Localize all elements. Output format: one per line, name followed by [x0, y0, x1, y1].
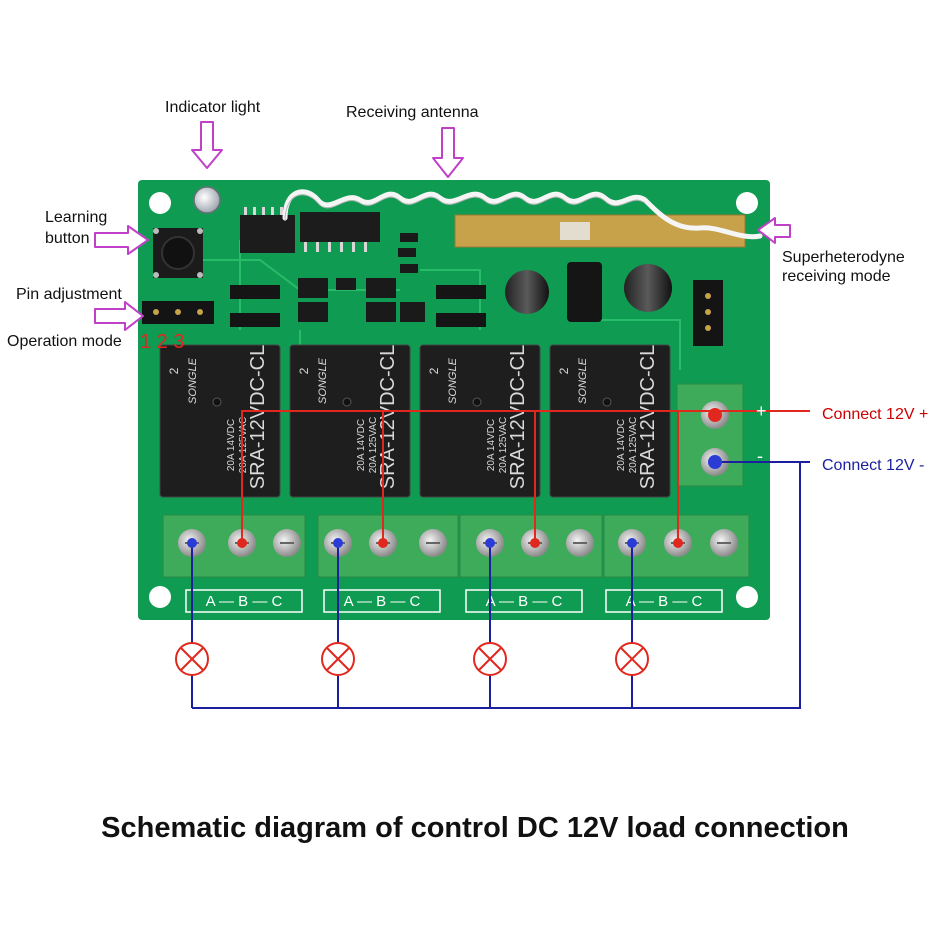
negative-wiring: [191, 461, 810, 709]
relay-rating-text: 20A 14VDC: [226, 419, 237, 471]
superheterodyne-label: receiving mode: [782, 268, 891, 285]
antenna-coil: [282, 189, 763, 240]
learning-button[interactable]: [153, 228, 203, 278]
relay-rating-text: 20A 14VDC: [616, 419, 627, 471]
svg-text:A — B — C: A — B — C: [206, 593, 283, 610]
ic-pins: [244, 207, 367, 252]
connect-positive-label: Connect 12V +: [822, 406, 928, 423]
abc-label: A — B — C: [185, 589, 303, 613]
capacitor: [624, 264, 672, 312]
jumper-block: [693, 280, 723, 346]
diagram-caption: Schematic diagram of control DC 12V load…: [101, 812, 849, 844]
load-lamp: [321, 642, 355, 676]
positive-endpoints: [237, 408, 722, 548]
relay-rating-text: 20A 14VDC: [356, 419, 367, 471]
terminal-group-labels: A — B — C A — B — C A — B — C A — B — C: [185, 589, 723, 613]
relay-rating-text: 20A 14VDC: [486, 419, 497, 471]
operation-mode-label: Operation mode: [7, 333, 122, 350]
relay-model-text: SRA-12VDC-CL: [637, 345, 659, 489]
receiving-antenna-label: Receiving antenna: [346, 104, 479, 121]
voltage-regulator: [567, 262, 602, 322]
negative-endpoints: [187, 455, 722, 548]
learning-button-label: Learning: [45, 209, 107, 226]
smd-components: [230, 233, 486, 327]
relay-brand-text: SONGLE: [187, 357, 199, 404]
indicator-light-label: Indicator light: [165, 99, 261, 116]
decoder-ic: [240, 212, 380, 253]
relay-model-text: SRA-12VDC-CL: [247, 345, 269, 489]
minus-sign: -: [757, 446, 763, 466]
capacitor: [505, 270, 549, 314]
svg-text:A — B — C: A — B — C: [344, 593, 421, 610]
loads: [175, 642, 649, 676]
load-terminals: [162, 514, 750, 578]
relay-brand-text: SONGLE: [447, 357, 459, 404]
terminal-block: [162, 514, 306, 578]
abc-label: A — B — C: [605, 589, 723, 613]
mounting-holes: [149, 192, 758, 608]
load-lamp: [615, 642, 649, 676]
indicator-led: [193, 186, 221, 214]
load-lamp: [473, 642, 507, 676]
relay-model-text: SRA-12VDC-CL: [377, 345, 399, 489]
load-lamp: [175, 642, 209, 676]
learning-button-label: button: [45, 230, 89, 247]
relay-model-text: SRA-12VDC-CL: [507, 345, 529, 489]
relay-rating-text: 20A 125VAC: [368, 417, 379, 474]
relay-rating-text: 20A 125VAC: [498, 417, 509, 474]
pin-numbers: 1 2 3: [140, 331, 184, 353]
abc-label: A — B — C: [323, 589, 441, 613]
connect-negative-label: Connect 12V -: [822, 457, 924, 474]
relay-mark-text: 2: [297, 367, 311, 374]
receiver-module: [454, 214, 746, 248]
superheterodyne-label: Superheterodyne: [782, 249, 905, 266]
svg-text:A — B — C: A — B — C: [626, 593, 703, 610]
callout-arrows: [94, 121, 791, 331]
svg-text:A — B — C: A — B — C: [486, 593, 563, 610]
relay-rating-text: 20A 125VAC: [238, 417, 249, 474]
relay-brand-text: SONGLE: [577, 357, 589, 404]
abc-label: A — B — C: [465, 589, 583, 613]
relay-mark-text: 2: [557, 367, 571, 374]
power-terminal: [676, 383, 744, 487]
relay-brand-text: SONGLE: [317, 357, 329, 404]
positive-wiring: [241, 410, 810, 543]
relay-mark-text: 2: [167, 367, 181, 374]
pin-header[interactable]: [142, 301, 214, 324]
relay-mark-text: 2: [427, 367, 441, 374]
relay-rating-text: 20A 125VAC: [628, 417, 639, 474]
pin-adjustment-label: Pin adjustment: [16, 286, 122, 303]
plus-sign: +: [756, 401, 767, 421]
antenna-coil-shadow: [284, 194, 646, 222]
